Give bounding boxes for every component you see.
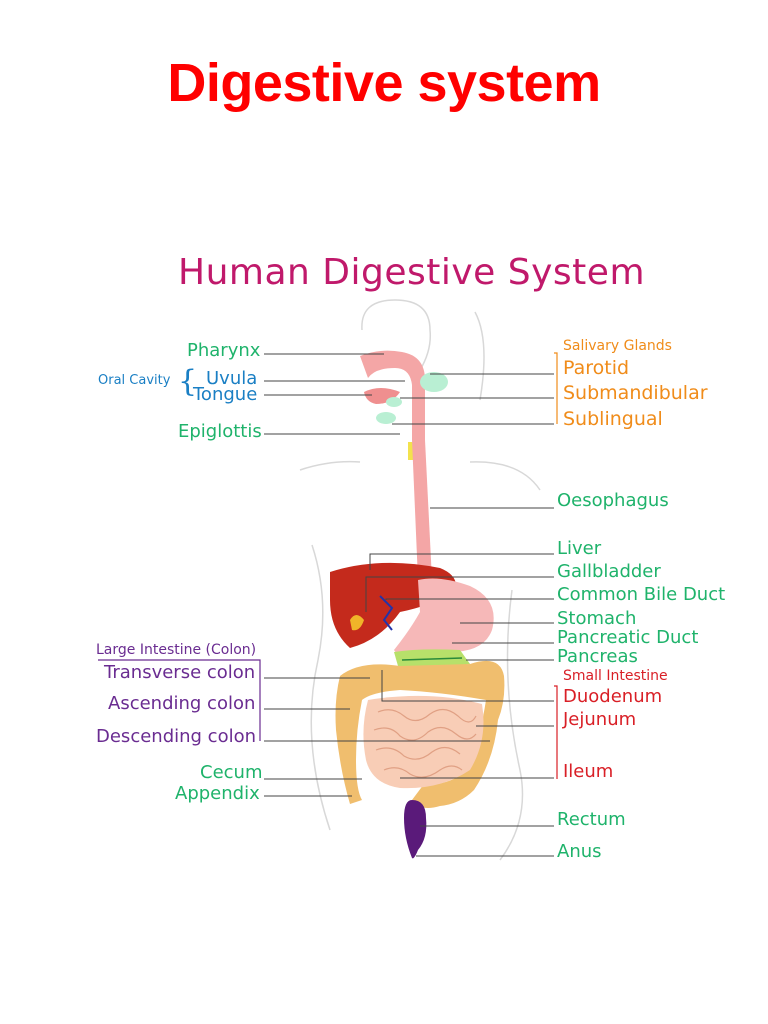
label-transverse-colon: Transverse colon <box>104 662 256 683</box>
label-oesophagus: Oesophagus <box>557 490 669 511</box>
group-brackets <box>98 352 558 779</box>
label-small-intestine-header: Small Intestine <box>563 668 668 684</box>
small-intestine-shape <box>363 695 484 789</box>
label-salivary-glands-header: Salivary Glands <box>563 338 672 354</box>
label-ileum: Ileum <box>563 761 614 782</box>
label-anus: Anus <box>557 841 602 862</box>
label-gallbladder: Gallbladder <box>557 561 661 582</box>
label-liver: Liver <box>557 538 602 559</box>
label-duodenum: Duodenum <box>563 686 663 707</box>
page-title: Digestive system <box>167 53 601 113</box>
label-rectum: Rectum <box>557 809 626 830</box>
label-cecum: Cecum <box>200 762 263 783</box>
label-oral-cavity: Oral Cavity <box>98 373 171 388</box>
label-epiglottis: Epiglottis <box>178 421 262 442</box>
oesophagus-tube <box>412 440 432 580</box>
label-pharynx: Pharynx <box>187 340 261 361</box>
label-sublingual: Sublingual <box>563 408 663 430</box>
label-uvula: Uvula <box>206 368 258 389</box>
label-submandibular: Submandibular <box>563 382 708 404</box>
rectum-shape <box>404 800 427 859</box>
leader-lines <box>264 353 554 857</box>
body-outline <box>299 299 541 861</box>
label-pancreatic-duct: Pancreatic Duct <box>557 627 699 648</box>
label-common-bile-duct: Common Bile Duct <box>557 584 726 605</box>
label-pancreas: Pancreas <box>557 646 638 667</box>
label-large-intestine-header: Large Intestine (Colon) <box>96 642 257 658</box>
oral-cavity-brace: { <box>178 364 198 399</box>
label-parotid: Parotid <box>563 357 630 379</box>
label-ascending-colon: Ascending colon <box>108 693 256 714</box>
appendix-shape <box>348 789 361 801</box>
label-descending-colon: Descending colon <box>96 726 257 747</box>
label-tongue: Tongue <box>193 384 258 405</box>
mouth-pharynx <box>360 350 448 460</box>
figure-title: Human Digestive System <box>178 252 646 293</box>
label-jejunum: Jejunum <box>563 709 637 730</box>
label-appendix: Appendix <box>175 783 260 804</box>
label-stomach: Stomach <box>557 608 637 629</box>
